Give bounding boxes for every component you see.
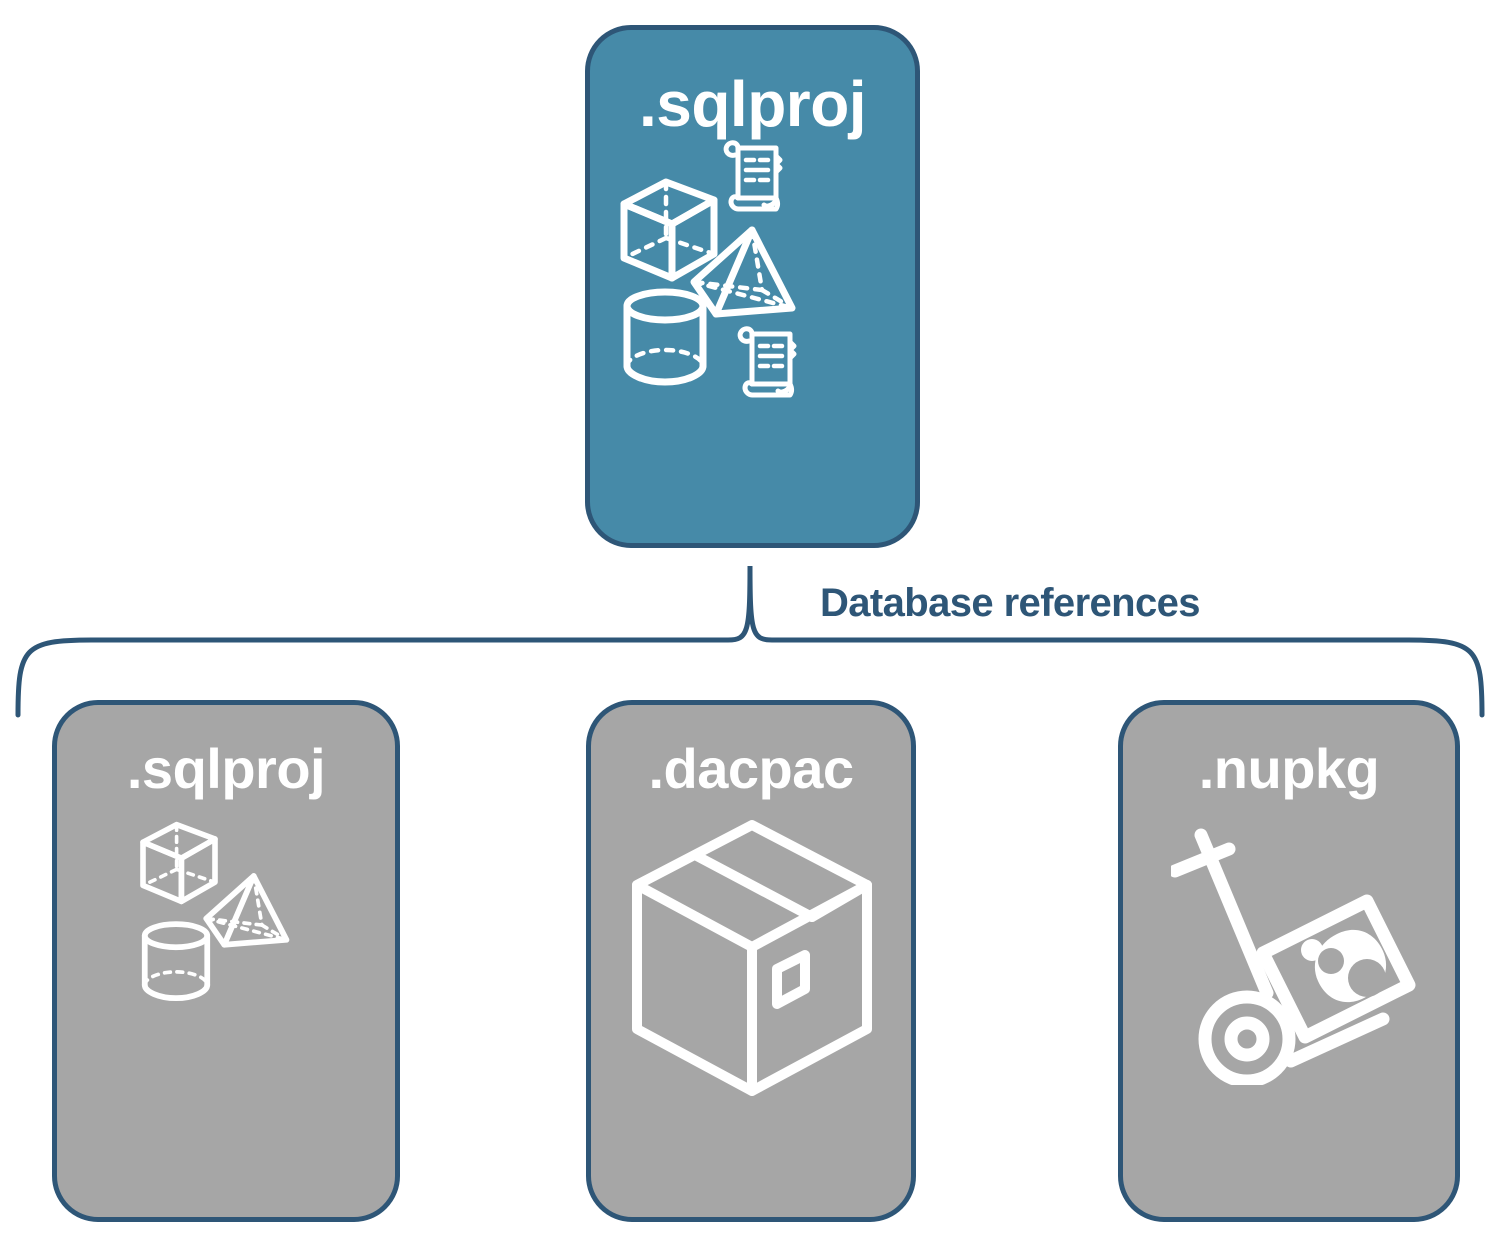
pyramid-wireframe-icon	[203, 873, 290, 948]
cylinder-wireframe-icon	[623, 288, 707, 386]
cylinder-wireframe-icon	[141, 921, 211, 1002]
hand-truck-nuget-icon	[1171, 828, 1416, 1085]
card-ref-dacpac[interactable]: .dacpac	[586, 700, 916, 1222]
ref-dacpac-icon-group	[591, 797, 911, 1217]
card-ref-nupkg[interactable]: .nupkg	[1118, 700, 1460, 1222]
ref-sqlproj-icon-group	[57, 797, 395, 1217]
package-box-icon	[632, 820, 872, 1096]
connector-label: Database references	[812, 581, 1210, 625]
card-root-sqlproj[interactable]: .sqlproj	[585, 25, 920, 548]
root-icon-group	[590, 136, 915, 543]
card-root-title: .sqlproj	[638, 68, 867, 140]
card-ref-sqlproj-title: .sqlproj	[126, 737, 326, 800]
card-ref-dacpac-title: .dacpac	[648, 737, 854, 800]
card-ref-nupkg-title: .nupkg	[1198, 737, 1380, 800]
scroll-icon	[737, 326, 797, 398]
scroll-icon	[723, 140, 783, 212]
cube-wireframe-icon	[620, 178, 718, 282]
database-references-brace	[15, 565, 1485, 718]
pyramid-wireframe-icon	[690, 226, 796, 318]
cube-wireframe-icon	[140, 821, 218, 905]
ref-nupkg-icon-group	[1123, 797, 1455, 1217]
card-ref-sqlproj[interactable]: .sqlproj	[52, 700, 400, 1222]
